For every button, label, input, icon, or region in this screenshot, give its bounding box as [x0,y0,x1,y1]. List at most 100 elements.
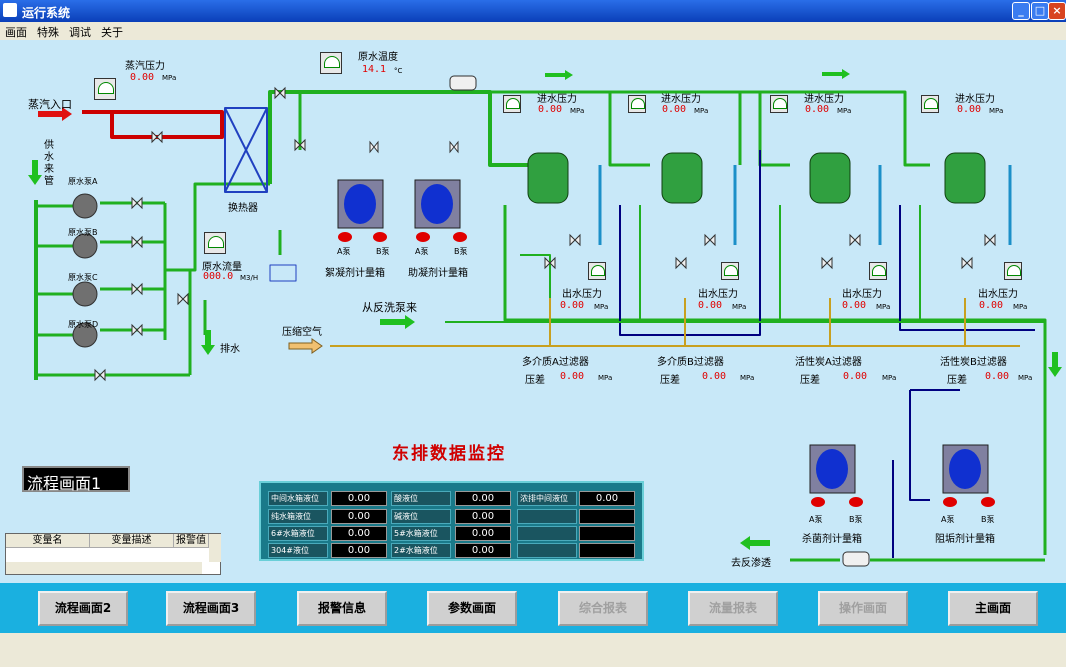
pipe-diagram [28,69,1062,567]
close-button[interactable]: × [1048,2,1066,20]
filter-b-dp-value: 0.00 [702,371,727,382]
menu-item-debug[interactable]: 调试 [69,26,91,39]
menu-item-screen[interactable]: 画面 [5,26,27,39]
filter-b-dp-unit: MPa [740,374,755,382]
monitor-label: 浓排中间液位 [517,491,577,506]
filter-c-outlet-label: 出水压力 [842,289,882,300]
monitor-empty-value [579,526,635,541]
filter-d-inlet-value: 0.00 [957,104,982,115]
biocide-pump-a-label: A泵 [809,515,823,524]
drain-label: 排水 [220,344,240,355]
pump-a-label: 原水泵A [68,177,98,186]
monitor-label: 碱液位 [391,509,451,524]
steam-inlet-label: 蒸汽入口 [28,98,72,111]
monitor-empty-value [579,543,635,558]
menu-item-special[interactable]: 特殊 [37,26,59,39]
to-ro-label: 去反渗透 [731,558,771,569]
filter-c-inlet-gauge-icon [770,95,788,113]
filter-b-dp-label: 压差 [660,375,680,386]
supply-pipe-label: 供水来管 [44,140,54,187]
steam-pressure-label: 蒸汽压力 [125,61,165,72]
monitor-value: 0.00 [579,491,635,506]
minimize-button[interactable]: _ [1012,2,1030,20]
process-canvas: 蒸汽压力 0.00 MPa 蒸汽入口 供水来管 原水泵A 原水泵B 原水泵C 原… [0,40,1066,583]
raw-temp-gauge-icon [320,52,342,74]
filter-c-dp-value: 0.00 [843,371,868,382]
nav-process-3-button[interactable]: 流程画面3 [166,591,256,626]
monitor-empty-cell [517,509,577,524]
monitor-empty-cell [517,543,577,558]
variable-table[interactable]: 变量名 变量描述 报警值 [5,533,221,575]
raw-flow-value: 000.0 [203,271,234,282]
nav-flow-report-button[interactable]: 流量报表 [688,591,778,626]
filter-c-outlet-value: 0.00 [842,300,867,311]
monitor-value: 0.00 [331,543,387,558]
filter-b-inlet-unit: MPa [694,107,709,115]
nav-summary-report-button[interactable]: 综合报表 [558,591,648,626]
title-bar: 运行系统 _ □ × [0,0,1066,22]
process-screen-1-panel[interactable]: 流程画面1 [22,466,130,493]
nav-alarm-button[interactable]: 报警信息 [297,591,387,626]
biocide-pump-b-label: B泵 [849,515,863,524]
column-header-var-desc[interactable]: 变量描述 [90,534,174,548]
monitor-label: 纯水箱液位 [268,509,328,524]
monitor-label: 酸液位 [391,491,451,506]
filter-c-dp-unit: MPa [882,374,897,382]
filter-a-dp-unit: MPa [598,374,613,382]
flocculant-pump-a-label: A泵 [337,247,351,256]
nav-parameter-button[interactable]: 参数画面 [427,591,517,626]
monitor-label: 2#水箱液位 [391,543,451,558]
steam-pressure-value: 0.00 [130,72,155,83]
filter-b-outlet-unit: MPa [732,303,747,311]
nav-process-2-button[interactable]: 流程画面2 [38,591,128,626]
filter-c-inlet-unit: MPa [837,107,852,115]
filter-a-outlet-label: 出水压力 [562,289,602,300]
horizontal-scrollbar[interactable] [6,562,202,574]
nav-main-button[interactable]: 主画面 [948,591,1038,626]
steam-pressure-unit: MPa [162,74,177,82]
filter-a-inlet-unit: MPa [570,107,585,115]
filter-a-inlet-label: 进水压力 [537,94,577,105]
filter-c-dp-label: 压差 [800,375,820,386]
maximize-button[interactable]: □ [1031,2,1049,20]
vertical-scrollbar[interactable] [209,534,221,562]
monitor-value: 0.00 [455,526,511,541]
filter-a-outlet-unit: MPa [594,303,609,311]
filter-b-inlet-value: 0.00 [662,104,687,115]
filter-a-name: 多介质A过滤器 [522,357,589,368]
filter-d-inlet-unit: MPa [989,107,1004,115]
filter-d-outlet-label: 出水压力 [978,289,1018,300]
filter-c-inlet-label: 进水压力 [804,94,844,105]
monitor-value: 0.00 [455,543,511,558]
filter-a-outlet-value: 0.00 [560,300,585,311]
flocculant-pump-b-label: B泵 [376,247,390,256]
filter-b-outlet-value: 0.00 [698,300,723,311]
raw-temp-label: 原水温度 [358,52,398,63]
column-header-alarm[interactable]: 报警值 [174,534,209,548]
monitor-value: 0.00 [331,526,387,541]
column-header-var-name[interactable]: 变量名 [6,534,90,548]
monitor-label: 中间水箱液位 [268,491,328,506]
raw-flow-gauge-icon [204,232,226,254]
filter-d-outlet-unit: MPa [1013,303,1028,311]
filter-c-outlet-unit: MPa [876,303,891,311]
monitor-label: 304#液位 [268,543,328,558]
monitor-value: 0.00 [331,509,387,524]
filter-c-outlet-gauge-icon [869,262,887,280]
monitor-value: 0.00 [455,509,511,524]
filter-b-inlet-gauge-icon [628,95,646,113]
filter-a-inlet-value: 0.00 [538,104,563,115]
biocide-tank-label: 杀菌剂计量箱 [802,534,862,545]
heat-exchanger-label: 换热器 [228,203,258,214]
pump-c-label: 原水泵C [68,273,98,282]
filter-a-outlet-gauge-icon [588,262,606,280]
antiscalant-pump-a-label: A泵 [941,515,955,524]
compressed-air-label: 压缩空气 [282,327,322,338]
monitor-empty-cell [517,526,577,541]
status-bar [0,633,1066,667]
antiscalant-pump-b-label: B泵 [981,515,995,524]
monitor-title: 东排数据监控 [392,444,506,464]
nav-operation-button[interactable]: 操作画面 [818,591,908,626]
coagulant-pump-a-label: A泵 [415,247,429,256]
menu-item-about[interactable]: 关于 [101,26,123,39]
